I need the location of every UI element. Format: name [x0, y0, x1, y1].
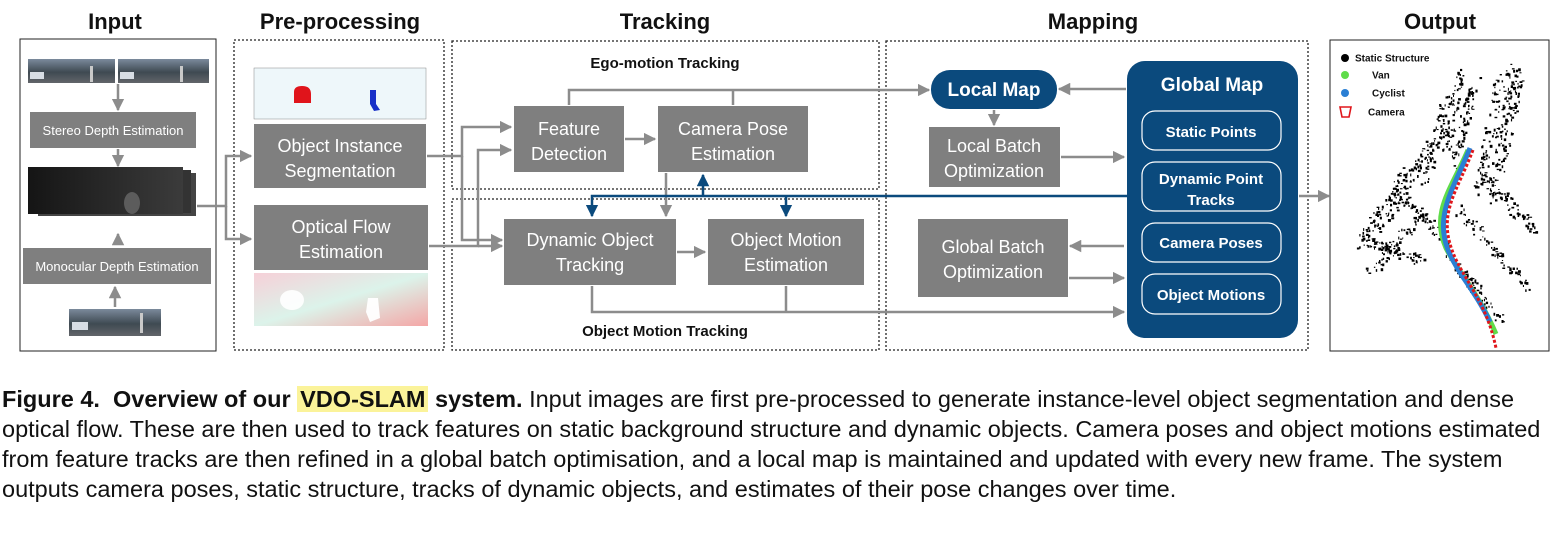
object-motion-line1: Object Motion	[730, 230, 841, 250]
legend-label: Static Structure	[1355, 54, 1430, 65]
global-map-camera-poses	[1141, 222, 1282, 263]
local-batch-line2: Optimization	[944, 161, 1044, 181]
stereo-image-pair	[28, 59, 209, 83]
static-structure-point-cloud	[1356, 63, 1539, 323]
legend-label: Camera	[1368, 108, 1405, 119]
dynamic-object-tracking-line2: Tracking	[556, 255, 624, 275]
segmentation-label-line1: Object Instance	[277, 136, 402, 156]
feature-detection-box	[514, 106, 624, 172]
vdo-slam-system-diagram: Input Pre-processing Tracking Mapping Ou…	[19, 9, 1550, 352]
monocular-image	[69, 309, 161, 336]
header-output: Output	[1404, 9, 1477, 34]
global-map-title: Global Map	[1161, 75, 1263, 96]
global-batch-line2: Optimization	[943, 262, 1043, 282]
global-map-object-motions	[1141, 273, 1282, 315]
static-points-label: Static Points	[1166, 124, 1257, 141]
caption-title-post: system.	[435, 386, 523, 412]
global-batch-optimization-box	[918, 219, 1068, 297]
caption-title-pre: Overview of our	[113, 386, 291, 412]
object-instance-segmentation-box	[254, 124, 426, 188]
header-mapping: Mapping	[1048, 9, 1138, 34]
feature-detection-line1: Feature	[538, 119, 600, 139]
local-batch-line1: Local Batch	[947, 136, 1041, 156]
global-map-panel	[1127, 61, 1298, 338]
global-batch-line1: Global Batch	[941, 237, 1044, 257]
legend-label: Van	[1372, 71, 1390, 82]
global-map-dynamic-point-tracks	[1141, 161, 1282, 212]
dynamic-object-tracking-box	[504, 219, 676, 285]
object-motion-estimation-box	[708, 219, 864, 285]
dynamic-point-tracks-line2: Tracks	[1187, 192, 1235, 209]
optical-flow-image	[254, 273, 428, 326]
caption-body: Input images are first pre-processed to …	[2, 386, 1541, 502]
local-batch-optimization-box	[929, 127, 1060, 187]
segmentation-mask-image	[253, 67, 427, 120]
local-map-node	[931, 70, 1057, 109]
dynamic-point-tracks-line1: Dynamic Point	[1159, 171, 1263, 188]
camera-poses-label: Camera Poses	[1159, 235, 1262, 252]
camera-pose-line2: Estimation	[691, 144, 775, 164]
object-motions-label: Object Motions	[1157, 287, 1265, 304]
object-motion-line2: Estimation	[744, 255, 828, 275]
header-tracking: Tracking	[620, 9, 710, 34]
preprocessing-panel	[233, 39, 445, 351]
input-panel	[19, 38, 217, 352]
figure-caption: Figure 4. Overview of our VDO-SLAM syste…	[2, 384, 1554, 504]
output-panel	[1329, 39, 1550, 352]
trajectory-tracks	[1437, 147, 1499, 349]
global-map-static-points	[1141, 110, 1282, 151]
dot-icon	[1341, 71, 1349, 79]
legend-item-cyclist: Cyclist	[1341, 89, 1405, 100]
camera-trajectory	[1445, 149, 1498, 349]
cyclist-track	[1441, 147, 1493, 324]
optical-flow-estimation-box	[254, 205, 428, 270]
depth-map-stack	[28, 167, 196, 216]
stereo-depth-label: Stereo Depth Estimation	[43, 123, 184, 138]
feature-detection-line2: Detection	[531, 144, 607, 164]
dot-icon	[1341, 54, 1349, 62]
caption-highlight: VDO-SLAM	[297, 386, 429, 412]
legend-item-camera: Camera	[1339, 106, 1405, 119]
header-input: Input	[88, 9, 142, 34]
dynamic-object-tracking-line1: Dynamic Object	[526, 230, 653, 250]
legend-item-van: Van	[1341, 71, 1390, 82]
stereo-depth-estimation-box	[30, 112, 196, 148]
camera-pose-estimation-box	[658, 106, 808, 172]
optical-flow-label-line1: Optical Flow	[291, 217, 391, 237]
optical-flow-label-line2: Estimation	[299, 242, 383, 262]
monocular-depth-label: Monocular Depth Estimation	[35, 259, 198, 274]
local-map-label: Local Map	[948, 80, 1041, 101]
header-preprocessing: Pre-processing	[260, 9, 420, 34]
camera-icon	[1339, 106, 1352, 118]
segmentation-label-line2: Segmentation	[284, 161, 395, 181]
object-motion-tracking-title: Object Motion Tracking	[582, 323, 748, 340]
camera-pose-line1: Camera Pose	[678, 119, 788, 139]
legend-label: Cyclist	[1372, 89, 1405, 100]
ego-motion-tracking-title: Ego-motion Tracking	[590, 55, 739, 72]
dot-icon	[1341, 89, 1349, 97]
monocular-depth-estimation-box	[23, 248, 211, 284]
legend-item-static-structure: Static Structure	[1341, 54, 1430, 65]
caption-figure-label: Figure 4.	[2, 386, 100, 412]
